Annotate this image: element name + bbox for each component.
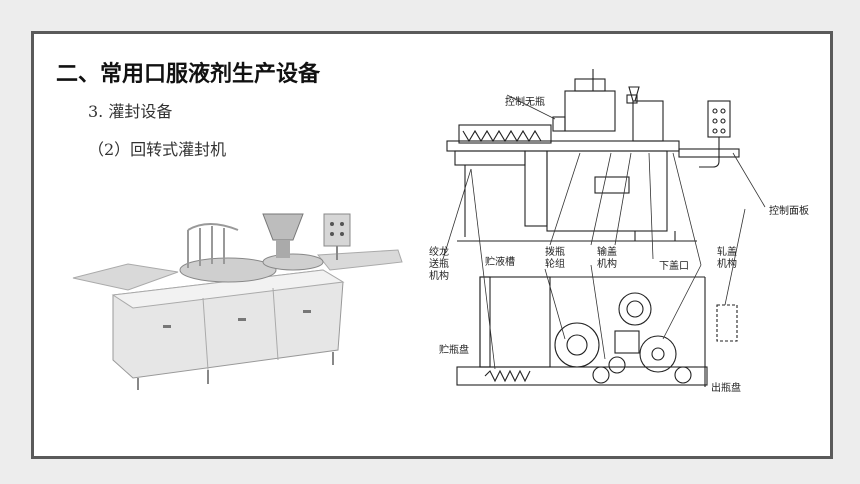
label-bottle-store: 贮瓶盘 [439,343,469,356]
section-item-rotary-filler: （2）回转式灌封机 [88,140,227,159]
label-dial-wheel-1: 拨瓶 [545,245,565,258]
label-cap-drop: 下盖口 [659,259,689,272]
label-bottle-out: 出瓶盘 [711,381,741,394]
page-title: 二、常用口服液剂生产设备 [56,62,321,87]
machine-photo [68,200,404,394]
label-cap-feed-2: 机构 [597,257,617,270]
label-screw-feed-1: 绞龙 [429,245,449,258]
label-dial-wheel-2: 轮组 [545,257,565,270]
label-cap-feed-1: 输盖 [597,245,617,258]
label-screw-feed-3: 机构 [429,269,449,282]
label-control-no-bottle: 控制无瓶 [505,95,545,108]
label-crimp-2: 机构 [717,257,737,270]
machine-diagram: 控制无瓶 控制面板 绞龙 送瓶 机构 贮液槽 拨瓶 轮组 输盖 机构 下盖口 轧… [405,69,829,405]
label-liquid-tank: 贮液槽 [485,255,515,268]
label-crimp-1: 轧盖 [717,245,737,258]
section-item-filling-equipment: 3. 灌封设备 [88,102,173,121]
label-screw-feed-2: 送瓶 [429,257,449,270]
label-control-panel: 控制面板 [769,204,809,217]
